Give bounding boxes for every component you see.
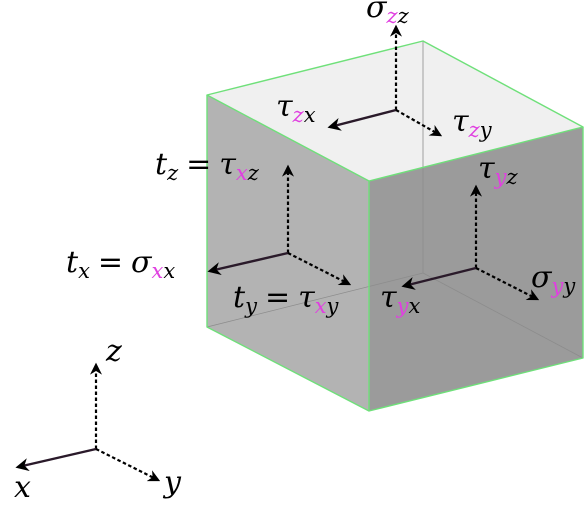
label-sigma-yy: σyy: [531, 260, 576, 298]
axis-y-label: y: [162, 465, 182, 500]
left-face-arrows: [207, 164, 352, 286]
tau-xy-arrow: [287, 252, 352, 286]
label-ty-equals-tau-xy: ty=τxy: [233, 280, 340, 318]
coordinate-axes: z x y: [14, 334, 182, 505]
axis-z-label: z: [105, 334, 122, 369]
label-tx-equals-sigma-xx: tx=σxx: [66, 245, 175, 283]
axis-x-label: x: [14, 470, 31, 505]
right-face-arrows: [401, 184, 540, 301]
label-tau-yx: τyx: [380, 280, 420, 318]
sigma-xx-arrow: [207, 251, 289, 276]
label-tau-zy: τzy: [452, 104, 493, 142]
cube-hidden-edges: [206, 41, 584, 359]
axis-y-arrow: [95, 448, 161, 482]
sigma-yy-arrow: [475, 267, 540, 301]
label-sigma-zz: σzz: [366, 0, 410, 28]
tau-yx-arrow: [401, 266, 477, 290]
tau-zy-arrow: [395, 109, 443, 137]
label-tau-yz: τyz: [478, 151, 518, 189]
label-tz-equals-tau-xz: tz=τxz: [155, 147, 260, 185]
top-face-arrows: [327, 24, 443, 137]
label-tau-zx: τzx: [276, 89, 316, 127]
tau-zx-arrow: [327, 108, 397, 131]
axis-x-arrow: [15, 447, 97, 472]
cube-edges: [206, 40, 584, 412]
